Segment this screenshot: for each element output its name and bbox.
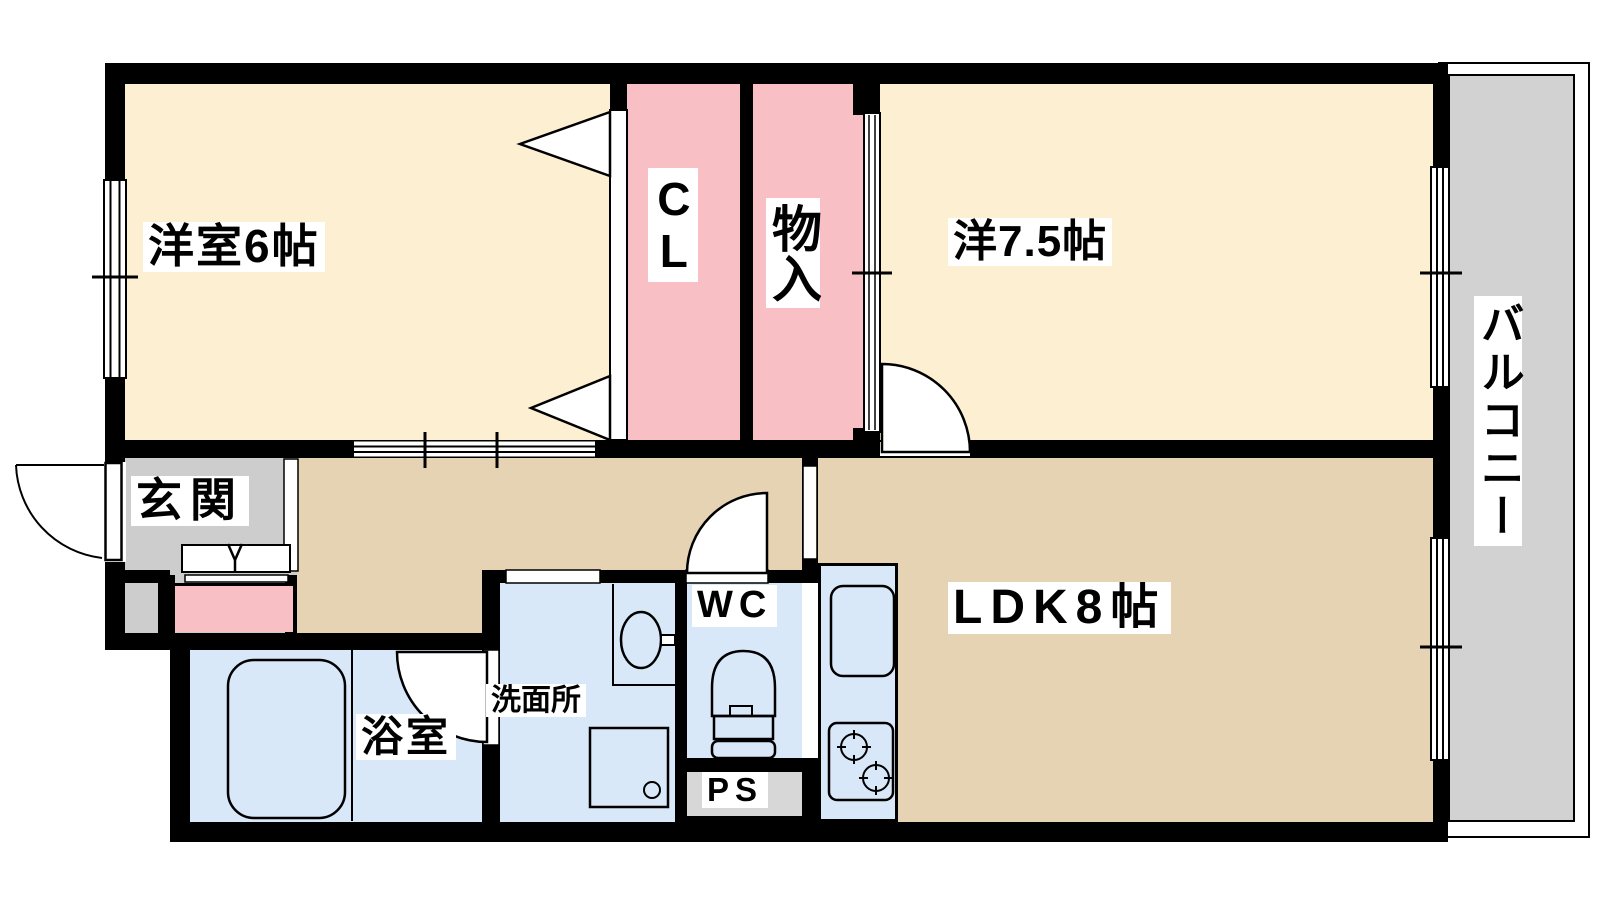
- wall-rooms-bottom: [105, 440, 1448, 458]
- wall-storage-top-stub: [853, 84, 880, 115]
- wall-bottom: [170, 822, 1448, 842]
- label-entrance: 玄関: [131, 476, 249, 526]
- label-pipe-space: PS: [702, 772, 769, 809]
- entrance-door-icon: [15, 461, 126, 562]
- wall-left-upper: [105, 63, 125, 180]
- wall-wet-top: [482, 570, 818, 583]
- label-washroom: 洗面所: [486, 684, 586, 718]
- wall-left-lower: [105, 560, 125, 650]
- hallway-floor-lower: [297, 570, 482, 633]
- wall-top: [105, 63, 1448, 84]
- wall-storage-bottom-stub: [853, 428, 880, 458]
- label-bedroom2: 洋7.5帖: [948, 218, 1113, 266]
- label-bathroom: 浴室: [356, 714, 457, 760]
- hallway-floor: [297, 458, 1433, 570]
- label-closet: CL: [648, 168, 700, 282]
- label-toilet: WC: [692, 585, 778, 627]
- wall-right: [1433, 63, 1448, 842]
- entrance-shoe-cabinet: [175, 583, 293, 632]
- wall-lower-left: [170, 633, 190, 842]
- label-storage: 物入: [765, 198, 821, 308]
- wall-closet-divider: [740, 84, 753, 440]
- label-balcony: バルコニー: [1474, 296, 1523, 546]
- label-ldk: LDK8帖: [948, 582, 1172, 634]
- wall-entrance-bottom: [105, 633, 500, 650]
- wall-cabinet-left: [158, 575, 175, 633]
- wall-closet-top-stub: [610, 84, 627, 112]
- wall-kitchen: [802, 458, 818, 583]
- label-bedroom1: 洋室6帖: [143, 222, 325, 272]
- kitchen-counter: [818, 563, 898, 822]
